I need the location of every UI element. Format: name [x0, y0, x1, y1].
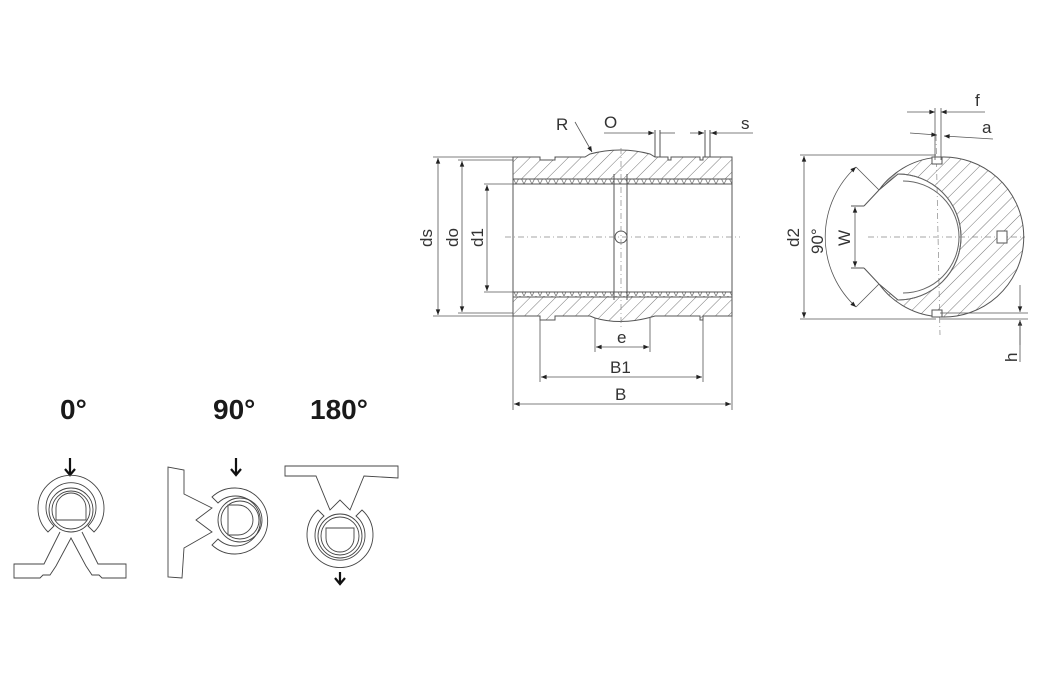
side-view-section — [512, 130, 733, 322]
orientation-90-icon — [167, 458, 269, 579]
orientation-180-icon — [284, 465, 399, 586]
end-view-section — [851, 156, 1025, 318]
label-h: h — [1002, 353, 1021, 362]
label-90-angle: 90° — [808, 228, 827, 254]
label-ds: ds — [417, 229, 436, 247]
label-B1: B1 — [610, 358, 631, 377]
label-do: do — [443, 228, 462, 247]
orientation-label-0: 0° — [60, 394, 87, 425]
label-R: R — [556, 115, 568, 134]
label-e: e — [617, 328, 626, 347]
label-a: a — [982, 118, 992, 137]
label-f: f — [975, 91, 980, 110]
orientation-0-icon — [13, 458, 127, 579]
label-W: W — [835, 230, 854, 246]
label-B: B — [615, 385, 626, 404]
end-dimensions — [800, 108, 1028, 362]
label-O: O — [604, 113, 617, 132]
label-d1: d1 — [468, 228, 487, 247]
side-dimensions — [433, 121, 753, 410]
orientation-label-90: 90° — [213, 394, 255, 425]
label-s: s — [741, 114, 750, 133]
label-d2: d2 — [784, 228, 803, 247]
orientation-label-180: 180° — [310, 394, 368, 425]
